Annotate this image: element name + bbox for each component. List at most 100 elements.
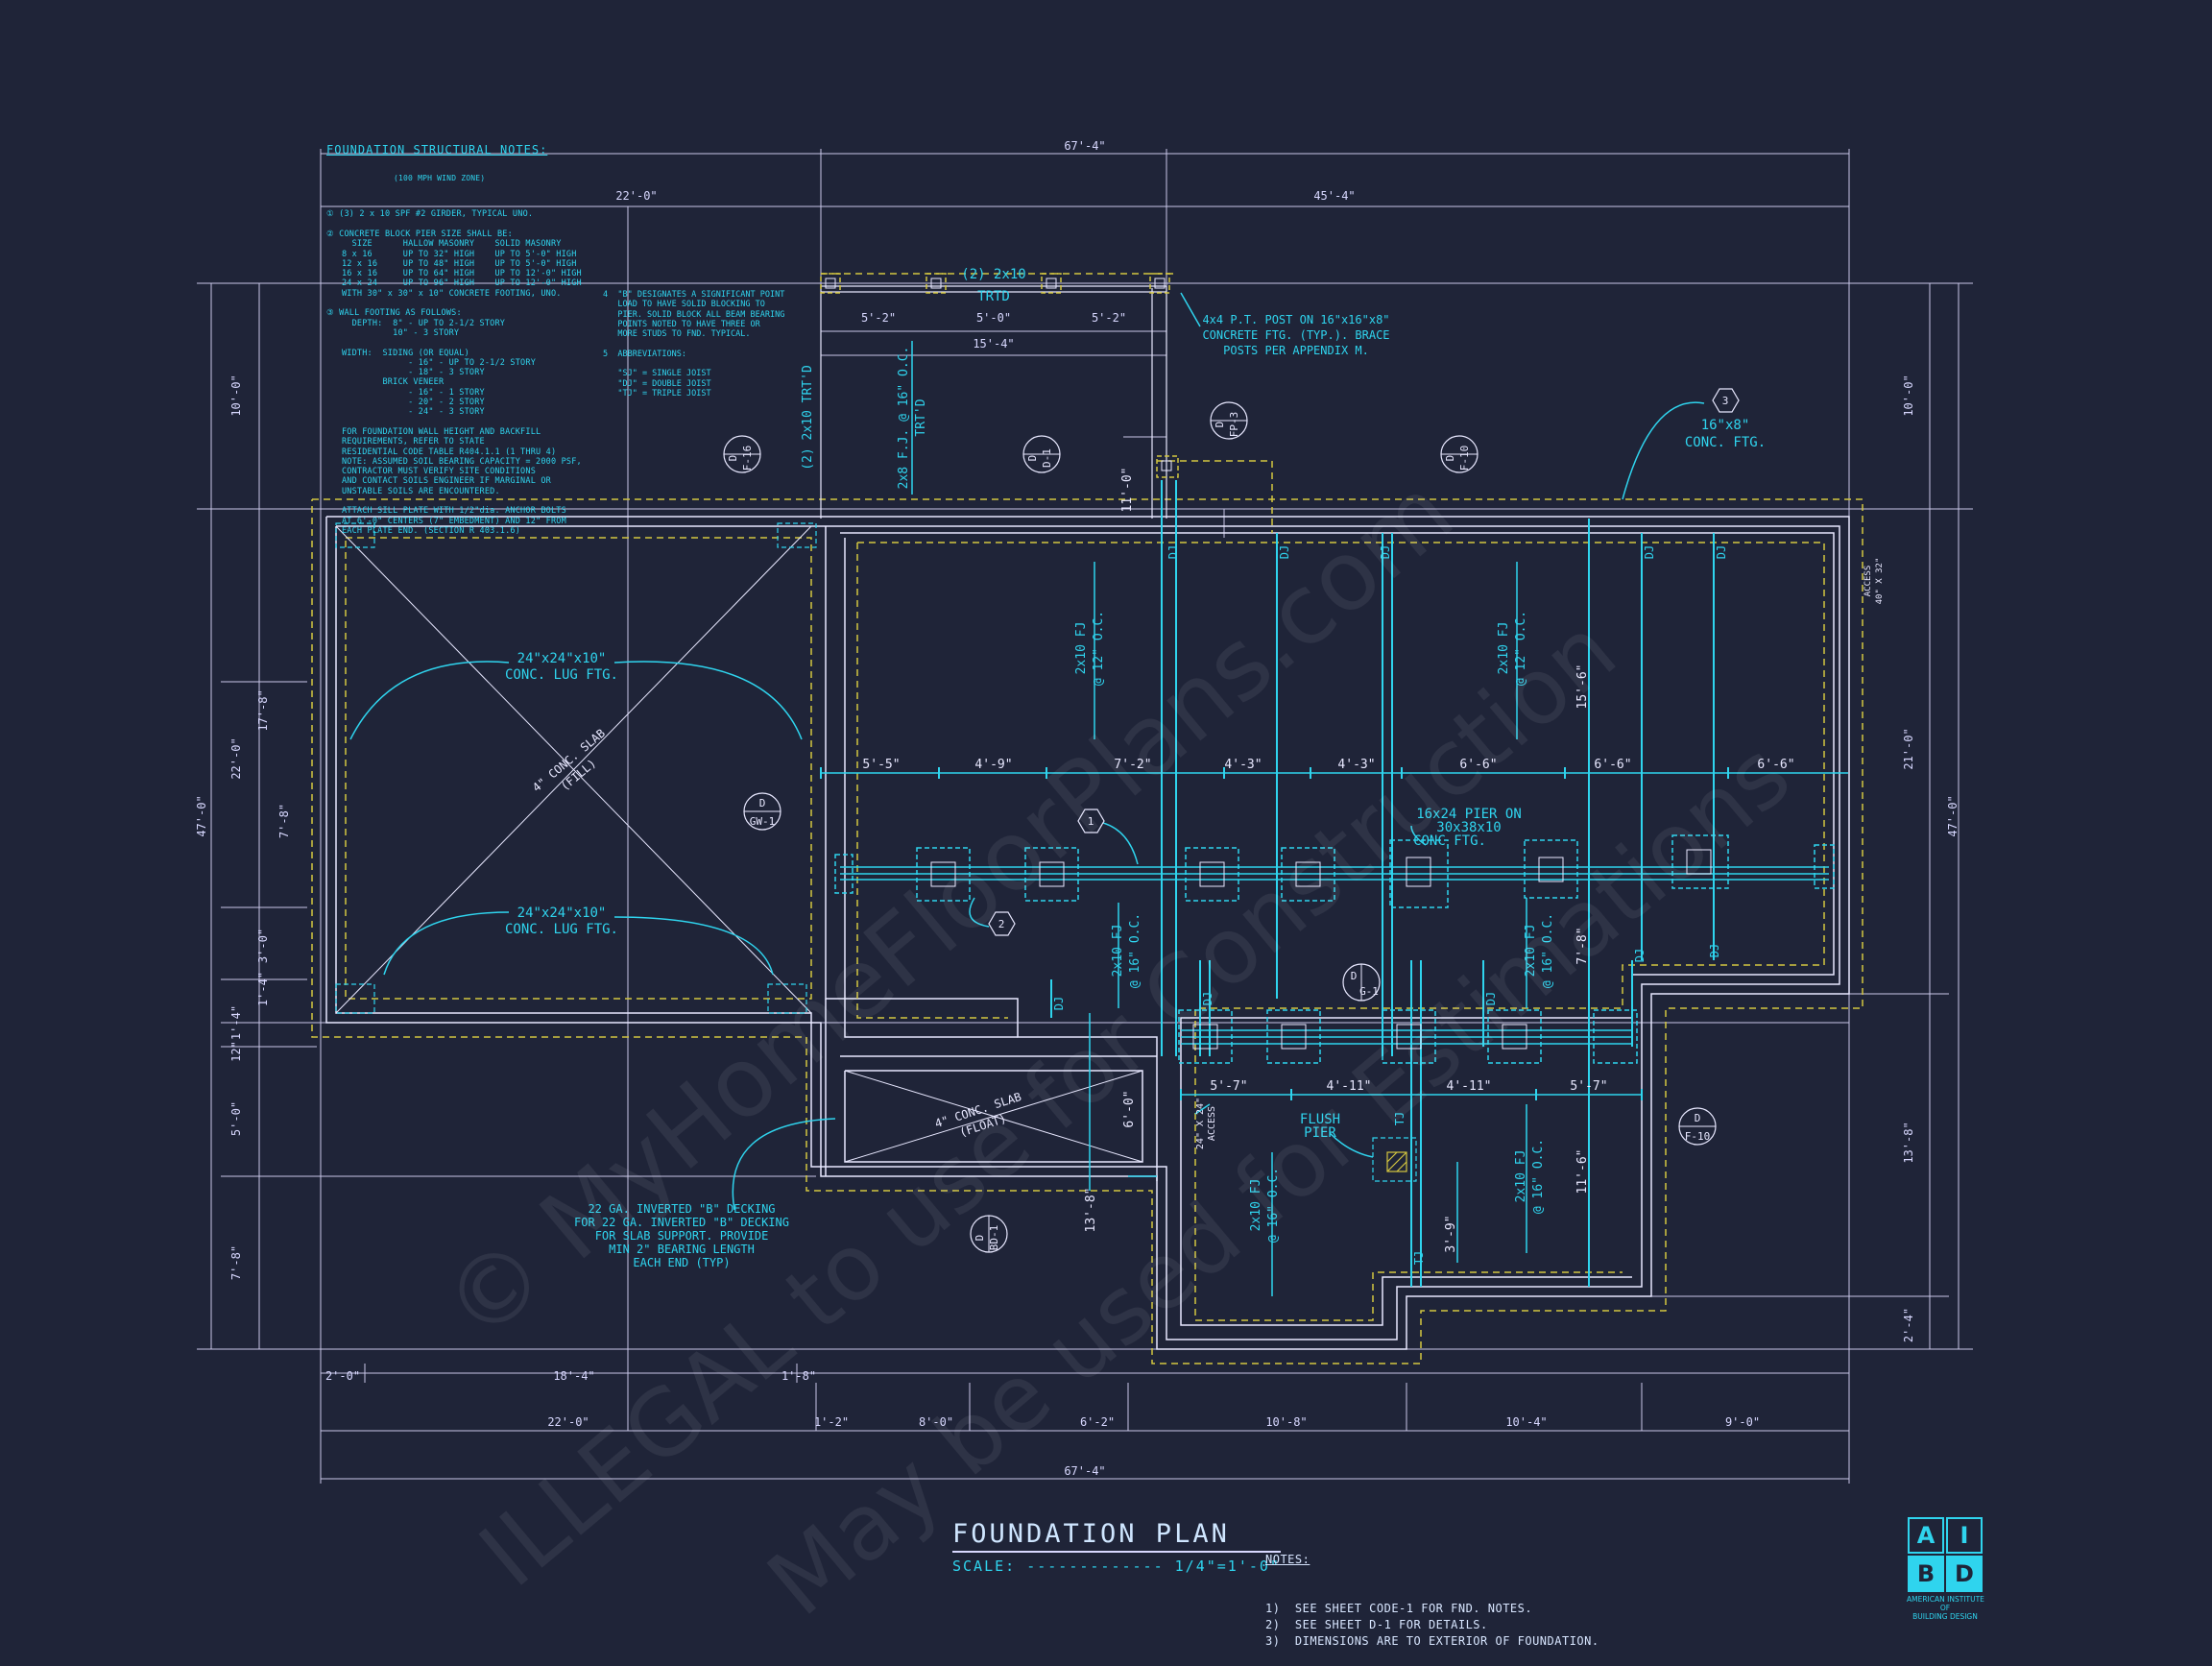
flush-label-1: FLUSH (1300, 1112, 1340, 1127)
fj-16-b2: @ 16" O.C. (1541, 913, 1555, 988)
sheet-notes-lines: 1) SEE SHEET CODE-1 FOR FND. NOTES. 2) S… (1265, 1602, 1599, 1648)
post-note-1: 4x4 P.T. POST ON 16"x16"x8" (1202, 313, 1389, 326)
dimension-lines (197, 149, 1973, 1484)
hex-tags (988, 388, 1740, 936)
lug-label-1: 24"x24"x10" (517, 651, 607, 666)
row-dim: 6'-6" (1757, 758, 1794, 772)
row-dim: 4'-9" (974, 758, 1012, 772)
fj-16-b: 2x10 FJ (1524, 925, 1538, 978)
callout-d: D (1444, 455, 1456, 462)
dim-left-3-0: 3'-0" (256, 929, 270, 963)
pier-label-1: 16x24 PIER ON (1416, 807, 1522, 822)
ftg-16x8b: CONC. FTG. (1685, 435, 1766, 450)
v-dim: 3'-9" (1444, 1215, 1458, 1252)
dim-left-47: 47'-0" (195, 795, 208, 836)
tj-label: TJ (1412, 1251, 1426, 1265)
dim-porch-b: 5'-0" (976, 311, 1011, 325)
row-dim: 7'-2" (1114, 758, 1151, 772)
dim-bot-18-4: 18'-4" (553, 1369, 594, 1383)
logo-a: A (1908, 1517, 1944, 1554)
callout-f16: F-16 (741, 446, 754, 471)
drawing-title: FOUNDATION PLAN (952, 1519, 1281, 1553)
dim-left-12: 12" (229, 1041, 243, 1062)
structural-notes-right: 4 "B" DESIGNATES A SIGNIFICANT POINT LOA… (603, 290, 785, 398)
tj-label: TJ (1393, 1112, 1407, 1125)
flush-pier (1372, 1137, 1417, 1182)
fj-16-d2: @ 16" O.C. (1531, 1139, 1546, 1214)
row-dim: 4'-3" (1337, 758, 1375, 772)
lug-footings (335, 522, 817, 1014)
hex-1: 1 (1088, 815, 1094, 828)
logo-b: B (1908, 1556, 1944, 1592)
lug-label-2b: CONC. LUG FTG. (505, 922, 618, 937)
drawing-scale: SCALE: ------------- 1/4"=1'-0" (952, 1557, 1281, 1575)
dim-bot-22-0: 22'-0" (547, 1415, 589, 1429)
dj-label: DJ (1708, 944, 1721, 957)
decking-2: FOR 22 GA. INVERTED "B" DECKING (574, 1216, 789, 1229)
dim-porch-total: 15'-4" (973, 337, 1014, 350)
v-dim: 13'-8" (1084, 1188, 1098, 1233)
dim-left-1-4a: 1'-4" (256, 972, 270, 1006)
lug-label-2: 24"x24"x10" (517, 905, 607, 921)
dim-right-10: 10'-0" (1902, 374, 1915, 416)
callout-d1: D-1 (1041, 448, 1053, 468)
dim-right-21: 21'-0" (1902, 728, 1915, 769)
low-dim: 5'-7" (1210, 1079, 1247, 1094)
dim-bot-10-8: 10'-8" (1265, 1415, 1307, 1429)
dim-bot-1-8: 1'-8" (781, 1369, 816, 1383)
dim-bot-9-0: 9'-0" (1725, 1415, 1760, 1429)
dim-left-7-8b: 7'-8" (229, 1245, 243, 1280)
dim-left-1-4b: 1'-4" (229, 1005, 243, 1040)
callout-d: D (727, 455, 739, 462)
piers (834, 834, 1835, 1064)
ftg-16x8: 16"x8" (1701, 418, 1750, 433)
low-dim: 4'-11" (1447, 1079, 1492, 1094)
dj-label: DJ (1643, 545, 1656, 559)
hex-2: 2 (998, 918, 1005, 930)
hex-3: 3 (1722, 395, 1729, 407)
dim-bot-8-0: 8'-0" (919, 1415, 953, 1429)
fj-16-a2: @ 16" O.C. (1128, 913, 1142, 988)
decking-3: FOR SLAB SUPPORT. PROVIDE (595, 1229, 769, 1243)
callout-g1: G-1 (1359, 985, 1379, 998)
decking-5: EACH END (TYP) (633, 1256, 730, 1269)
dim-left-7-8: 7'-8" (277, 804, 291, 838)
structural-notes-subtitle: (100 MPH WIND ZONE) (394, 174, 486, 183)
dim-overall-top: 67'-4" (1064, 139, 1105, 153)
row-dim: 4'-3" (1224, 758, 1262, 772)
post-note-2: CONCRETE FTG. (TYP.). BRACE (1202, 328, 1389, 342)
callout-d: D (974, 1235, 986, 1242)
post-note-3: POSTS PER APPENDIX M. (1223, 344, 1369, 357)
joist-span-arrows (911, 341, 1527, 1296)
callout-gw1: GW-1 (750, 815, 776, 828)
dj-label: DJ (1052, 997, 1066, 1010)
dj-label: DJ (1715, 545, 1728, 559)
access-label-1: ACCESS (1863, 566, 1873, 597)
callout-f10b: F-10 (1685, 1130, 1711, 1143)
dim-porch-a: 5'-2" (861, 311, 896, 325)
lug-label-1b: CONC. LUG FTG. (505, 667, 618, 683)
low-dim: 4'-11" (1327, 1079, 1372, 1094)
porch-posts (820, 273, 1179, 478)
floor-joists (1050, 480, 1715, 1287)
pier-label-3: CONC FTG. (1413, 833, 1486, 849)
dim-left-17-8: 17'-8" (256, 689, 270, 731)
fj-12-b: 2x10 FJ (1497, 622, 1511, 675)
dim-right-2-4: 2'-4" (1902, 1308, 1915, 1342)
dim-porch-c: 5'-2" (1092, 311, 1126, 325)
decking-1: 22 GA. INVERTED "B" DECKING (588, 1202, 775, 1216)
dim-top-right: 45'-4" (1313, 189, 1355, 203)
v-dim: 6'-0" (1122, 1090, 1137, 1127)
pier-label-2: 30x38x10 (1436, 820, 1501, 835)
v-dim: 11'-6" (1575, 1149, 1590, 1195)
decking-4: MIN 2" BEARING LENGTH (609, 1243, 755, 1256)
structural-notes-title: FOUNDATION STRUCTURAL NOTES: (326, 142, 548, 157)
dim-bot-10-4: 10'-4" (1505, 1415, 1547, 1429)
row-dim: 6'-6" (1459, 758, 1497, 772)
fj-16-c: 2x10 FJ (1249, 1179, 1263, 1232)
logo-d: D (1946, 1556, 1983, 1592)
leader-lines (349, 292, 1705, 1211)
dim-top-left: 22'-0" (615, 189, 657, 203)
dj-label: DJ (1278, 545, 1291, 559)
